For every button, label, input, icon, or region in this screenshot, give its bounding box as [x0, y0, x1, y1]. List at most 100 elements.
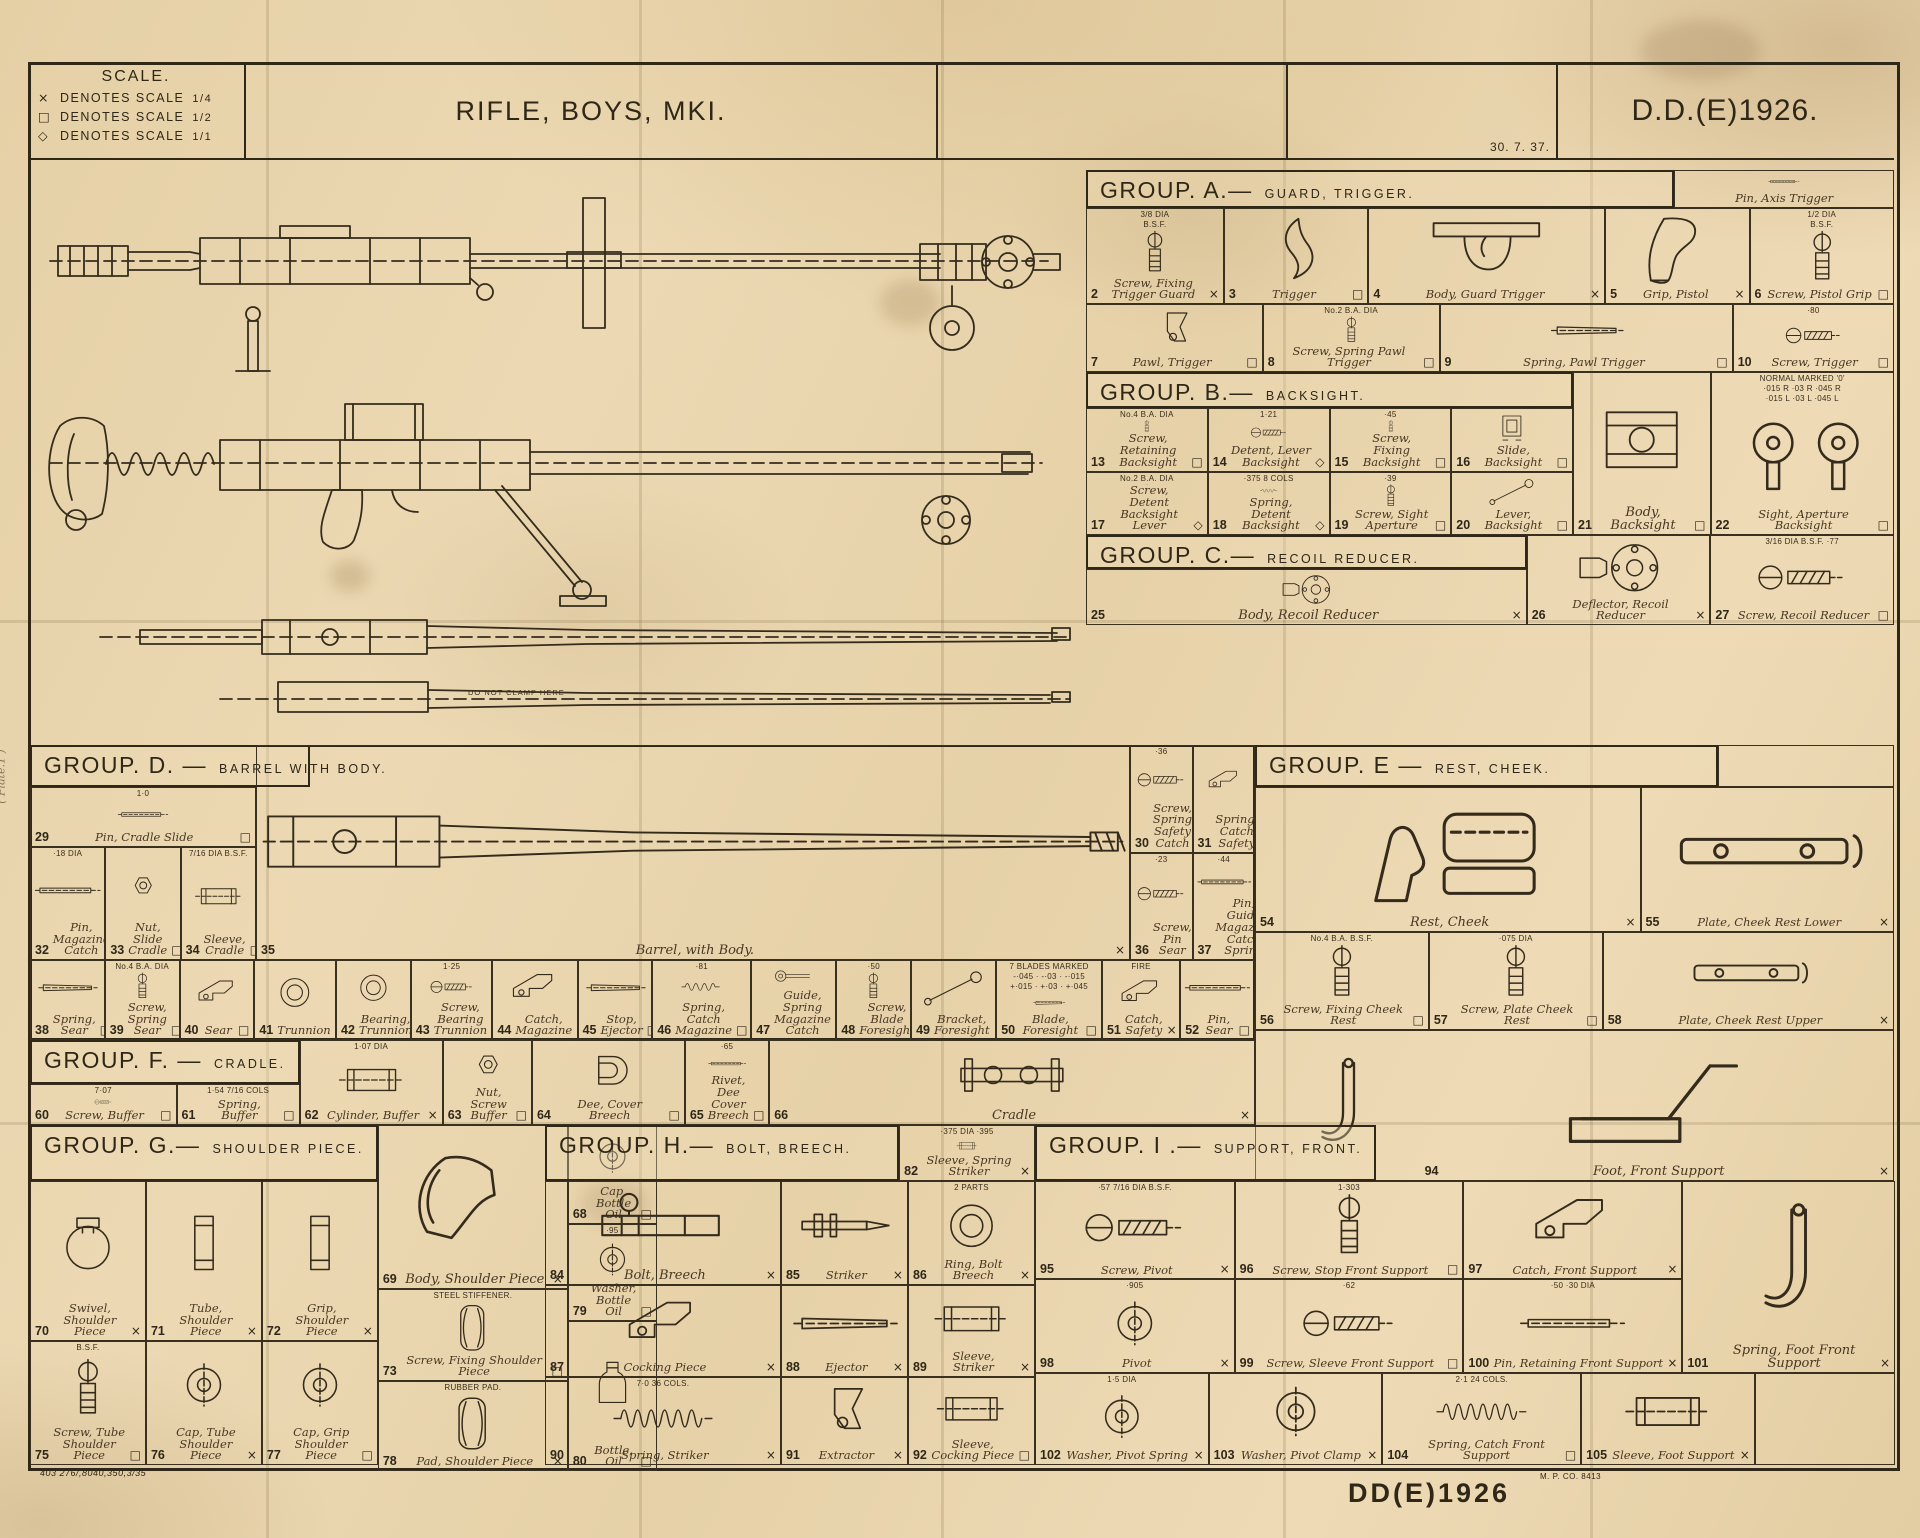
- part-drawing: [1196, 747, 1253, 814]
- part-number: 52: [1185, 1023, 1200, 1037]
- part-number: 99: [1239, 1356, 1254, 1370]
- part-scale-symbol: ×: [1219, 1356, 1230, 1370]
- group-d-row-36-37: ·23 36 Screw, Pin Sear ◇ ·44 37 Pin, Gui…: [1130, 852, 1255, 960]
- part-label: 7 Pawl, Trigger □: [1089, 355, 1260, 370]
- part-drawing: [1466, 1183, 1679, 1262]
- part-name: Barrel, with Body.: [635, 942, 755, 958]
- part-scale-symbol: ×: [1019, 1164, 1030, 1178]
- part-name: Trigger: [1271, 287, 1316, 302]
- scale-line-text: DENOTES SCALE: [60, 129, 185, 143]
- group-c: GROUP. C.— RECOIL REDUCER. 25 Body, Reco…: [1086, 535, 1895, 625]
- part-name: Screw, Fixing Cheek Rest: [1283, 1001, 1403, 1028]
- part-name: Screw, Spring Sear: [127, 999, 167, 1038]
- part-dimension-note: B.S.F.: [76, 1343, 100, 1352]
- do-not-clamp-annotation: DO NOT CLAMP HERE: [468, 688, 565, 697]
- part-dimension-note: 1·0: [136, 789, 150, 798]
- group-h-row-2: 87 Cocking Piece × 88 Ejector × 89 Sleev…: [545, 1285, 1036, 1377]
- part-cell: B.S.F. 75 Screw, Tube Shoulder Piece □: [30, 1341, 146, 1465]
- part-cell: 41 Trunnion ×: [254, 960, 337, 1040]
- part-name: Sleeve, Cocking Piece: [931, 1436, 1015, 1463]
- part-label: 4 Body, Guard Trigger ×: [1371, 287, 1602, 302]
- part-drawing: [911, 1287, 1032, 1351]
- part-drawing: [381, 1301, 565, 1355]
- part-label: 68 Cap, Bottle Oil □: [571, 1185, 654, 1222]
- part-drawing: [1758, 1375, 1892, 1448]
- part-scale-symbol: □: [640, 1304, 652, 1318]
- part-scale-symbol: □: [1447, 1356, 1459, 1370]
- part-label: 86 Ring, Bolt Breech ×: [911, 1258, 1032, 1283]
- part-dimension-note: ·50: [867, 962, 880, 971]
- part-scale-symbol: □: [640, 1207, 652, 1221]
- group-g-header: GROUP. G.— SHOULDER PIECE.: [30, 1125, 378, 1181]
- part-label: 73 Screw, Fixing Shoulder Piece □: [381, 1354, 565, 1379]
- part-cell: 55 Plate, Cheek Rest Lower ×: [1640, 787, 1894, 932]
- part-number: 31: [1197, 835, 1212, 850]
- part-cell: ·50 48 Screw, Blade Foresight □: [836, 960, 912, 1040]
- rifle-side-view: [48, 403, 1043, 607]
- group-f-header: GROUP. F. — CRADLE.: [30, 1040, 300, 1084]
- group-f: GROUP. F. — CRADLE. 7·07 60 Screw, Buffe…: [30, 1040, 1256, 1125]
- part-drawing: [754, 962, 833, 990]
- group-e-row-2: No.4 B.A. B.S.F. 56 Screw, Fixing Cheek …: [1255, 932, 1895, 1030]
- part-dimension-note: ·39: [1384, 473, 1397, 483]
- part-label: 32 Pin, Magazine Catch □: [33, 921, 104, 958]
- part-number: 22: [1715, 518, 1730, 532]
- document-number: D.D.(E)1926.: [1631, 94, 1819, 127]
- part-label: 40 Sear □: [183, 1023, 252, 1038]
- part-name: Screw, Sight Aperture: [1354, 506, 1429, 533]
- part-label: 96 Screw, Stop Front Support □: [1238, 1262, 1461, 1277]
- part-drawing: [1736, 316, 1891, 355]
- part-dimension-note: 1·303: [1338, 1183, 1361, 1192]
- part-label: 9 Spring, Pawl Trigger □: [1443, 355, 1730, 370]
- group-h-row-3: 7·0 36 COLS. 90 Spring, Striker × 91 Ext…: [545, 1377, 1036, 1465]
- part-scale-symbol: □: [283, 1108, 295, 1122]
- part-number: 91: [785, 1448, 800, 1462]
- group-g-low-row: B.S.F. 75 Screw, Tube Shoulder Piece □ 7…: [30, 1341, 378, 1465]
- part-cell: 3/8 DIA B.S.F. 2 Screw, Fixing Trigger G…: [1086, 208, 1224, 304]
- part-scale-symbol: ×: [552, 1272, 563, 1286]
- group-d-header: GROUP. D. — BARREL WITH BODY.: [30, 745, 385, 787]
- part-drawing: [1038, 1291, 1232, 1356]
- part-number: 88: [785, 1360, 800, 1374]
- part-cell: STEEL STIFFENER. 73 Screw, Fixing Should…: [377, 1289, 568, 1381]
- part-drawing: [911, 1193, 1032, 1259]
- part-scale-symbol: □: [736, 1023, 748, 1037]
- part-scale-symbol: □: [160, 1108, 172, 1122]
- part-dimension-note: ·075 DIA: [1498, 934, 1533, 943]
- part-scale-symbol: □: [515, 1108, 527, 1122]
- part-scale-symbol: □: [238, 1023, 250, 1037]
- part-cell: 25 Body, Recoil Reducer ×: [1086, 569, 1527, 625]
- part-cell: ·57 7/16 DIA B.S.F. 95 Screw, Pivot ×: [1035, 1181, 1235, 1280]
- part-number: 9: [1444, 355, 1452, 369]
- part-cell: 7·07 60 Screw, Buffer □: [30, 1084, 177, 1125]
- part-drawing: [1753, 230, 1891, 287]
- part-name: Screw, Recoil Reducer: [1737, 608, 1870, 623]
- part-number: 66: [774, 1108, 789, 1122]
- part-scale-symbol: □: [1434, 454, 1447, 469]
- part-cell: ·80 10 Screw, Trigger □: [1732, 304, 1894, 372]
- part-cell: FIRE 51 Catch, Safety ×: [1101, 960, 1181, 1040]
- part-number: 6: [1754, 287, 1762, 301]
- part-scale-symbol: ×: [1019, 1360, 1031, 1374]
- part-name: Screw, Sleeve Front Support: [1266, 1356, 1435, 1371]
- part-label: 98 Pivot ×: [1038, 1356, 1232, 1371]
- group-d-row-30-31: ·36 30 Screw, Spring Safety Catch ◇ 31 S…: [1130, 745, 1255, 853]
- part-scale-symbol: ×: [765, 1448, 776, 1462]
- part-label: 65 Rivet, Dee Cover Breech □: [688, 1074, 766, 1123]
- part-cell: RUBBER PAD. 78 Pad, Shoulder Piece ×: [377, 1381, 568, 1471]
- part-drawing: [1385, 1385, 1578, 1439]
- part-cell: 103 Washer, Pivot Clamp ×: [1208, 1373, 1383, 1465]
- part-drawing: [784, 1379, 905, 1448]
- part-cell: ·65 65 Rivet, Dee Cover Breech □: [684, 1040, 770, 1125]
- group-d-row-32-34: ·18 DIA 32 Pin, Magazine Catch □ 33 Nut,…: [30, 847, 256, 960]
- part-cell: No.4 B.A. DIA 39 Screw, Spring Sear □: [104, 960, 180, 1040]
- part-number: 30: [1135, 835, 1149, 850]
- group-b-subtitle: BACKSIGHT.: [1265, 389, 1366, 403]
- part-name: Cylinder, Buffer: [327, 1108, 420, 1123]
- part-number: 84: [550, 1268, 564, 1282]
- part-scale-symbol: □: [1877, 287, 1889, 301]
- part-scale-symbol: ×: [335, 1023, 336, 1037]
- part-drawing: [149, 1183, 259, 1303]
- part-label: 8 Screw, Spring Pawl Trigger □: [1266, 345, 1437, 370]
- part-drawing: [548, 1287, 778, 1360]
